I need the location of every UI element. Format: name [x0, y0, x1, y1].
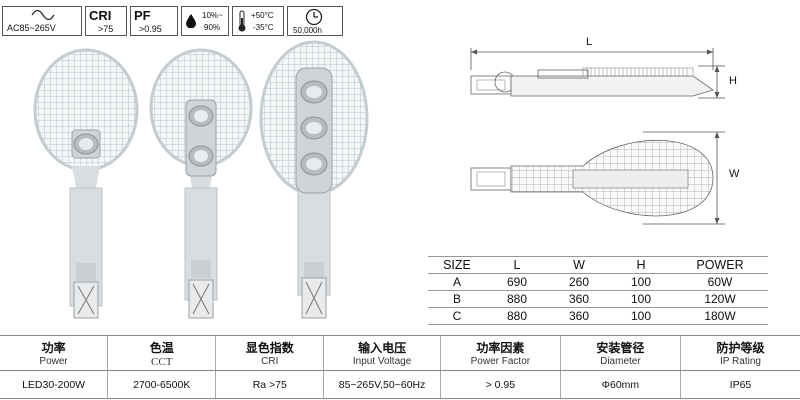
header-en: CRI [261, 356, 279, 367]
header-power: POWER [672, 256, 768, 274]
header-zh: 色温 [149, 340, 174, 355]
spec-table: 功率 Power 色温 CCT 显色指数 CRI 输入电压 Input Volt… [0, 335, 800, 399]
street-light-1-module [33, 48, 139, 319]
header-en: CCT [151, 355, 173, 368]
clock-icon [305, 8, 323, 26]
header-en: Diameter [600, 356, 641, 367]
size-cell: C [428, 307, 486, 325]
lifetime-text: 50,000h [293, 26, 322, 35]
spec-value-diameter: Φ60mm [559, 370, 681, 399]
lifetime-box: 50,000h [287, 6, 343, 36]
spec-table-header: 功率 Power 色温 CCT 显色指数 CRI 输入电压 Input Volt… [0, 335, 800, 371]
header-zh: 输入电压 [358, 341, 407, 355]
spec-value-pf: > 0.95 [439, 370, 561, 399]
size-table: SIZE L W H POWER A 690 260 100 60W B 880… [428, 256, 768, 325]
h-cell: 100 [610, 273, 672, 291]
street-light-2-modules [149, 48, 253, 319]
power-cell: 60W [672, 273, 768, 291]
header-en: IP Rating [720, 356, 761, 367]
h-cell: 100 [610, 290, 672, 308]
spec-header-cri: 显色指数 CRI [215, 335, 324, 371]
h-cell: 100 [610, 307, 672, 325]
pf-label: PF [134, 8, 151, 23]
spec-table-values: LED30-200W 2700-6500K Ra >75 85~265V,50~… [0, 370, 800, 399]
header-zh: 功率因素 [476, 341, 525, 355]
sine-wave-icon [31, 10, 55, 20]
spec-header-cct: 色温 CCT [107, 335, 216, 371]
humidity-box: 10%~ 90% [181, 6, 229, 36]
spec-value-cct: 2700-6500K [107, 370, 216, 399]
spec-value-cri: Ra >75 [215, 370, 324, 399]
temp-min: -35°C [253, 23, 274, 32]
header-size: SIZE [428, 256, 486, 274]
spec-header-power: 功率 Power [0, 335, 108, 371]
header-l: L [486, 256, 548, 274]
spec-header-ip: 防护等级 IP Rating [679, 335, 800, 371]
header-zh: 功率 [41, 341, 66, 355]
size-cell: A [428, 273, 486, 291]
street-light-3-modules [259, 40, 369, 319]
spec-value-voltage: 85~265V,50~60Hz [323, 370, 441, 399]
header-en: Input Voltage [352, 356, 412, 367]
temp-max: +50°C [251, 11, 274, 20]
table-row: C 880 360 100 180W [428, 307, 768, 325]
w-cell: 260 [548, 273, 610, 291]
header-w: W [548, 256, 610, 274]
thermometer-icon [238, 10, 246, 32]
header-zh: 显色指数 [245, 341, 294, 355]
header-h: H [610, 256, 672, 274]
l-cell: 880 [486, 290, 548, 308]
table-row: B 880 360 100 120W [428, 290, 768, 308]
temperature-box: +50°C -35°C [232, 6, 284, 36]
water-drop-icon [186, 14, 196, 28]
w-cell: 360 [548, 307, 610, 325]
power-cell: 180W [672, 307, 768, 325]
power-cell: 120W [672, 290, 768, 308]
dimension-diagram: L H W [463, 30, 793, 240]
table-row: A 690 260 100 60W [428, 273, 768, 291]
length-label: L [586, 36, 593, 48]
cri-box: CRI >75 [85, 6, 127, 36]
voltage-text: AC85~265V [7, 23, 56, 33]
humidity-max: 10%~ [202, 11, 223, 20]
cri-value: >75 [98, 24, 114, 34]
size-cell: B [428, 290, 486, 308]
l-cell: 690 [486, 273, 548, 291]
header-en: Power [39, 356, 68, 367]
pf-box: PF >0.95 [130, 6, 178, 36]
header-zh: 防护等级 [716, 341, 765, 355]
l-cell: 880 [486, 307, 548, 325]
cri-label: CRI [89, 8, 112, 23]
side-and-top-view [470, 48, 725, 225]
header-en: Power Factor [470, 356, 531, 367]
pf-value: >0.95 [139, 24, 162, 34]
voltage-box: AC85~265V [2, 6, 82, 36]
humidity-min: 90% [204, 23, 221, 32]
size-table-header: SIZE L W H POWER [428, 256, 768, 274]
height-label: H [729, 75, 737, 87]
spec-header-voltage: 输入电压 Input Voltage [323, 335, 441, 371]
spec-header-pf: 功率因素 Power Factor [439, 335, 561, 371]
spec-icon-strip: AC85~265V CRI >75 PF >0.95 10%~ 90% +50°… [2, 6, 343, 36]
header-zh: 安装管径 [596, 341, 645, 355]
spec-value-power: LED30-200W [0, 370, 108, 399]
spec-value-ip: IP65 [679, 370, 800, 399]
width-label: W [729, 168, 740, 180]
spec-header-diameter: 安装管径 Diameter [559, 335, 681, 371]
w-cell: 360 [548, 290, 610, 308]
